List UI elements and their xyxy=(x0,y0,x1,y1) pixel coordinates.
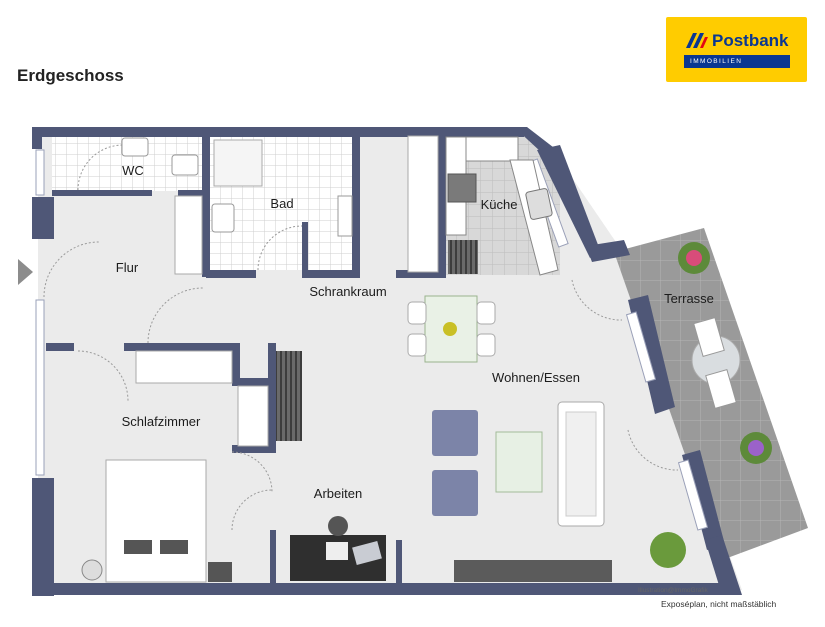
hall-closet xyxy=(174,195,203,275)
postbank-logo: Postbank IMMOBILIEN xyxy=(666,17,807,82)
kitchen-sink xyxy=(525,188,553,220)
logo-subtitle: IMMOBILIEN xyxy=(684,55,790,68)
storage-closet xyxy=(407,135,439,273)
nightstand-lamp xyxy=(81,559,103,581)
room-label-wc: WC xyxy=(122,163,144,178)
walls xyxy=(32,127,742,596)
shower xyxy=(213,139,263,187)
wardrobe-tall xyxy=(237,385,269,447)
flower-pot-blooms xyxy=(686,250,702,266)
office-chair xyxy=(328,516,348,536)
bed-pillow xyxy=(160,540,188,554)
bath-cabinet xyxy=(337,195,353,237)
logo-name: Postbank xyxy=(712,31,789,50)
room-label-schlafzimmer: Schlafzimmer xyxy=(122,414,201,429)
illustration-credit: Illustration@ImmoGrafik xyxy=(638,587,709,594)
footnote: Exposéplan, nicht maßstäblich xyxy=(661,599,777,609)
papers xyxy=(326,542,348,560)
wardrobe xyxy=(135,350,233,384)
room-label-bad: Bad xyxy=(270,196,293,211)
armchair xyxy=(432,410,478,456)
dining-chair xyxy=(476,333,496,357)
kitchen-shelf xyxy=(448,240,478,274)
bath-sink xyxy=(211,203,235,233)
bed xyxy=(105,459,207,583)
room-label-schrankraum: Schrankraum xyxy=(309,284,386,299)
bookshelf xyxy=(276,351,302,441)
room-label-terrasse: Terrasse xyxy=(664,291,714,306)
dining-chair xyxy=(407,333,427,357)
coffee-table xyxy=(495,431,543,493)
dining-chair xyxy=(476,301,496,325)
nightstand xyxy=(208,562,232,582)
postbank-logo-icon xyxy=(686,33,708,48)
bed-pillow xyxy=(124,540,152,554)
room-label-flur: Flur xyxy=(116,260,139,275)
armchair xyxy=(432,470,478,516)
page-title: Erdgeschoss xyxy=(17,66,124,85)
terrace-lounger xyxy=(693,317,725,357)
flower-pot-blooms xyxy=(748,440,764,456)
terrace-lounger xyxy=(705,369,737,409)
room-label-wohnen: Wohnen/Essen xyxy=(492,370,580,385)
kitchen-stove xyxy=(447,173,477,203)
laptop xyxy=(352,540,382,566)
room-label-kueche: Küche xyxy=(481,197,518,212)
room-label-arbeiten: Arbeiten xyxy=(314,486,362,501)
tv-board xyxy=(454,560,612,582)
potted-plant xyxy=(650,532,686,568)
dining-chair xyxy=(407,301,427,325)
dining-centerpiece xyxy=(443,322,457,336)
entrance-arrow-icon xyxy=(18,259,33,285)
wc-sink xyxy=(121,137,149,157)
sofa-seat xyxy=(565,411,597,517)
wc-toilet xyxy=(171,154,199,176)
door-swings xyxy=(43,144,679,531)
